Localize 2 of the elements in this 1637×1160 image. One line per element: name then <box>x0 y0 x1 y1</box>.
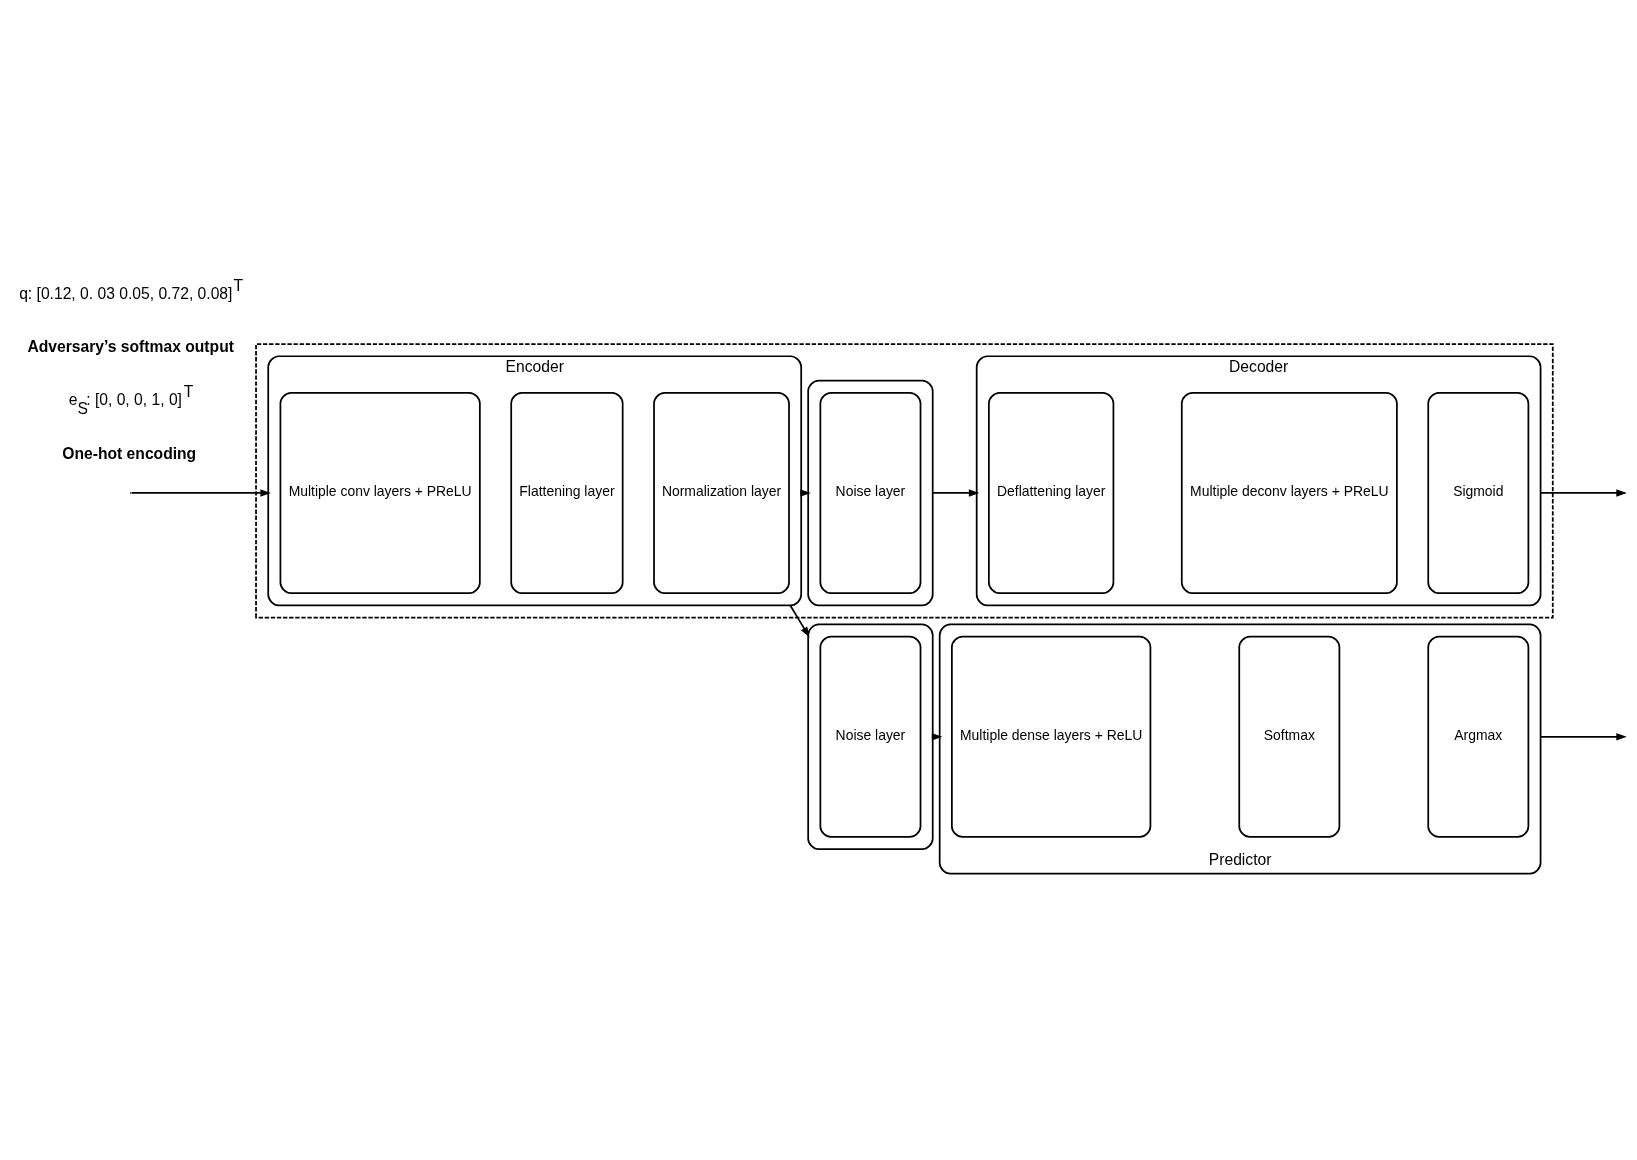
label: One-hot encoding <box>62 443 197 461</box>
label: Adversary’s softmax output <box>27 337 234 355</box>
